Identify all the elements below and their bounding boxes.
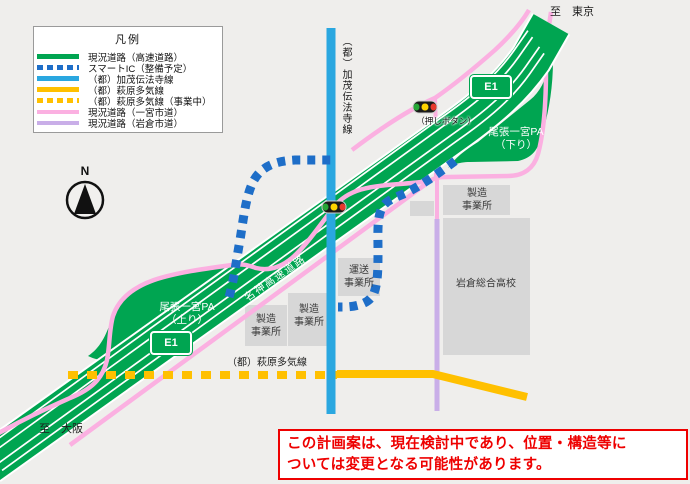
hagiwara-line-existing	[337, 370, 528, 401]
legend-item-smart-ic: スマートIC（整備予定）	[34, 62, 222, 75]
factory-c-label: 製造 事業所	[462, 188, 492, 212]
compass-north-label: N	[80, 164, 90, 178]
smart-ic-ramp-up	[224, 155, 331, 299]
notice-box: この計画案は、現在検討中であり、位置・構造等に ついては変更となる可能性がありま…	[278, 429, 688, 480]
legend-swatch-ichinomiya	[37, 109, 79, 114]
building-factory-b	[288, 293, 330, 346]
factory-b-label: 製造 事業所	[294, 304, 324, 328]
pa-down-label: 尾張一宮PA （下り）	[488, 125, 544, 151]
building-highschool	[443, 218, 530, 355]
signal-green-light	[322, 203, 329, 211]
legend-swatch-hagiwara	[37, 87, 79, 92]
legend: 凡例 現況道路（高速道路） スマートIC（整備予定） （都）加茂伝法寺線 （都）…	[33, 26, 223, 133]
push-button-signal-icon	[412, 100, 438, 114]
signal-green-light	[413, 103, 420, 111]
compass-icon	[65, 180, 105, 220]
notice-line2: ついては変更となる可能性があります。	[287, 457, 551, 474]
legend-title: 凡例	[115, 34, 141, 46]
buildings-layer	[245, 185, 530, 355]
e1-badge-bottom: E1	[150, 331, 192, 355]
legend-item-ichinomiya: 現況道路（一宮市道）	[34, 106, 222, 119]
highschool-label: 岩倉総合高校	[456, 278, 516, 290]
legend-swatch-expressway	[37, 54, 79, 59]
signal-yellow-light	[421, 103, 429, 111]
pa-up-label: 尾張一宮PA （上り）	[159, 300, 215, 326]
e1-badge-top: E1	[470, 75, 512, 99]
legend-item-iwakura: 現況道路（岩倉市道）	[34, 117, 222, 130]
building-small	[410, 201, 434, 216]
traffic-signal-icon	[321, 200, 347, 214]
notice-line1: この計画案は、現在検討中であり、位置・構造等に	[287, 436, 627, 452]
signal-yellow-light	[330, 203, 338, 211]
legend-swatch-smart-ic	[37, 65, 79, 70]
building-factory-c	[443, 185, 510, 215]
kamo-line-label: （都）加茂伝法寺線	[340, 36, 351, 135]
ichinomiya-road-north-upper	[350, 8, 531, 152]
legend-item-hagiwara: （都）萩原多気線	[34, 84, 222, 97]
factory-a-label: 製造 事業所	[251, 314, 281, 338]
signal-red-light	[430, 103, 437, 111]
legend-swatch-iwakura	[37, 120, 79, 125]
push-button-label: （押しボタン）	[416, 116, 476, 126]
smart-ic-ramp-down	[338, 157, 458, 312]
to-tokyo-label: 至 東京	[550, 6, 594, 18]
transport-office-label: 運送 事業所	[344, 265, 374, 289]
pa-down-area	[448, 34, 553, 168]
legend-swatch-hagiwara-planned	[37, 98, 79, 103]
hagiwara-line-label: （都）萩原多気線	[227, 357, 307, 369]
legend-item-kamo: （都）加茂伝法寺線	[34, 73, 222, 86]
legend-item-hagiwara-planned: （都）萩原多気線（事業中）	[34, 95, 222, 108]
to-osaka-label: 至 大阪	[39, 423, 83, 435]
signal-red-light	[339, 203, 346, 211]
legend-swatch-kamo	[37, 76, 79, 81]
legend-item-expressway: 現況道路（高速道路）	[34, 51, 222, 64]
